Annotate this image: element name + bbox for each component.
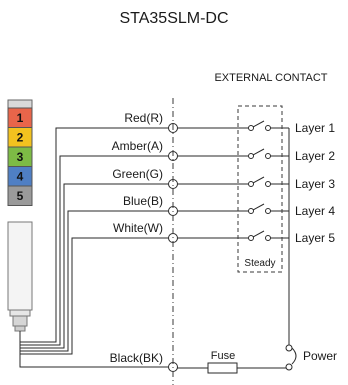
switch-contact-a	[248, 153, 254, 159]
power-terminal-top	[285, 344, 293, 352]
switch-contact-a	[248, 181, 254, 187]
wire-label: Amber(A)	[112, 139, 163, 153]
tower-cap	[7, 99, 33, 109]
power-terminal-bottom	[285, 363, 293, 371]
wire-label: Blue(B)	[123, 194, 163, 208]
tower-segment-5	[7, 185, 33, 206]
switch-contact-a	[248, 208, 254, 214]
external-contact-box	[237, 105, 283, 273]
tower-segment-number: 2	[17, 131, 24, 145]
switch-contact-b	[265, 125, 271, 131]
tower-base-ring	[9, 309, 31, 317]
external-contact-label: EXTERNAL CONTACT	[214, 72, 327, 84]
wire-1	[19, 127, 168, 343]
switch-contact-a	[248, 125, 254, 131]
switch-contact-b	[265, 153, 271, 159]
switch-contact-a	[248, 235, 254, 241]
wire-black	[19, 331, 168, 368]
wire-label: Green(G)	[112, 167, 163, 181]
layer-label: Layer 3	[295, 177, 335, 191]
tower-segment-number: 3	[17, 150, 24, 164]
switch-lever	[252, 203, 265, 211]
tower-light: 1 2 3 4 5	[7, 99, 33, 332]
wire-5	[19, 237, 168, 355]
layer-label: Layer 4	[295, 204, 335, 218]
steady-label: Steady	[244, 258, 275, 269]
diagram-title: STA35SLM-DC	[119, 10, 228, 27]
layer-label: Layer 2	[295, 149, 335, 163]
power-contact-arc	[291, 347, 297, 365]
tower-gland	[14, 325, 26, 332]
switch-contact-b	[265, 235, 271, 241]
black-wire-label: Black(BK)	[110, 351, 163, 365]
tower-segment-number: 1	[17, 111, 24, 125]
wire-label: Red(R)	[124, 111, 163, 125]
switch-contact-b	[265, 208, 271, 214]
fuse-body	[207, 362, 238, 374]
layer-label: Layer 5	[295, 231, 335, 245]
switch-lever	[252, 120, 265, 128]
fuse: Fuse	[207, 350, 238, 374]
switch-contact-b	[265, 181, 271, 187]
power-source: Power	[285, 344, 337, 371]
power-label: Power	[303, 349, 337, 363]
tower-connector	[12, 315, 28, 327]
layer-label: Layer 1	[295, 121, 335, 135]
wire-3	[19, 183, 168, 349]
switch-lever	[252, 176, 265, 184]
wire-label: White(W)	[113, 221, 163, 235]
tower-segment-number: 5	[17, 189, 24, 203]
switch-lever	[252, 148, 265, 156]
tower-segment-number: 4	[17, 170, 24, 184]
fuse-label: Fuse	[211, 350, 235, 362]
tower-pole	[7, 221, 33, 311]
switch-lever	[252, 230, 265, 238]
